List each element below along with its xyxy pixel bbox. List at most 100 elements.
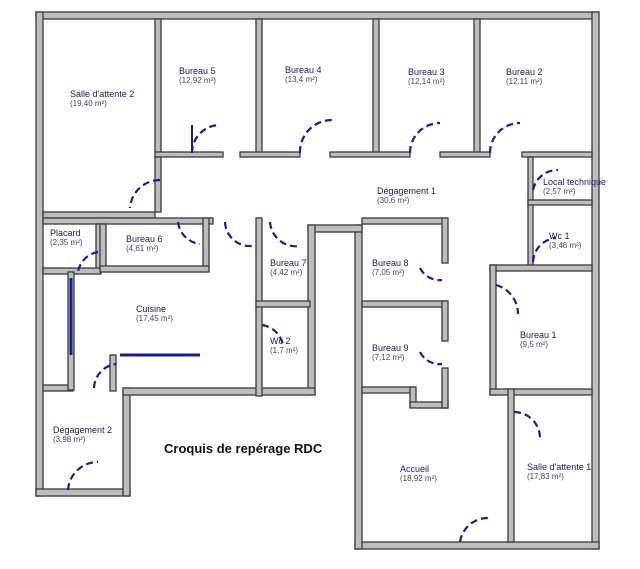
wall <box>527 156 534 270</box>
room-name: Bureau 1 <box>520 330 557 340</box>
wall <box>154 18 162 155</box>
wall <box>35 11 44 497</box>
wall <box>591 11 600 550</box>
wall <box>527 199 593 206</box>
room-name: Bureau 8 <box>372 258 409 268</box>
wall <box>521 151 593 158</box>
wall <box>122 387 316 396</box>
room-name: Bureau 7 <box>270 258 307 268</box>
doors <box>66 118 559 543</box>
wall <box>473 18 481 155</box>
wall <box>441 300 449 342</box>
room-name: Accueil <box>400 464 429 474</box>
wall <box>489 388 593 396</box>
door <box>495 283 520 315</box>
wall <box>154 156 162 213</box>
room-name: Bureau 5 <box>179 66 216 76</box>
door <box>298 118 333 154</box>
wall <box>42 217 214 225</box>
wall <box>35 11 599 20</box>
room-name: Local technique <box>543 177 606 187</box>
room-area: (13,4 m²) <box>285 75 318 84</box>
wall <box>122 387 131 497</box>
wall <box>441 367 449 409</box>
room-area: (2,57 m²) <box>543 187 576 196</box>
door <box>458 516 489 543</box>
room-name: Bureau 3 <box>408 67 445 77</box>
door <box>268 221 301 248</box>
wall <box>441 217 449 264</box>
room-area: (3,46 m²) <box>549 241 582 250</box>
wall <box>489 264 593 272</box>
room-name: Placard <box>50 228 81 238</box>
room-name: Bureau 9 <box>372 343 409 353</box>
wall <box>239 151 301 158</box>
wall <box>361 386 415 394</box>
wall <box>329 151 411 158</box>
room-name: Cuisine <box>136 304 166 314</box>
room-name: Dégagement 2 <box>53 425 112 435</box>
wall <box>42 211 156 219</box>
room-area: (1,7 m²) <box>270 346 298 355</box>
room-area: (2,35 m²) <box>50 238 83 247</box>
wall <box>439 151 491 158</box>
room-name: Wc 2 <box>270 336 291 346</box>
door <box>66 460 99 491</box>
room-area: (17,83 m²) <box>527 472 564 481</box>
door <box>531 168 559 191</box>
wall <box>255 18 263 155</box>
room-area: (30,6 m²) <box>377 196 410 205</box>
wall <box>202 217 210 271</box>
interior-walls <box>42 18 593 543</box>
door <box>488 121 521 154</box>
door <box>531 236 557 263</box>
room-area: (4,42 m²) <box>270 268 303 277</box>
room-area: (18,92 m²) <box>400 474 437 483</box>
windows <box>69 278 200 357</box>
room-name: Wc 1 <box>549 231 570 241</box>
wall <box>354 224 363 550</box>
door <box>419 351 443 366</box>
room-area: (4,61 m²) <box>126 244 159 253</box>
wall <box>489 264 497 396</box>
room-area: (9,5 m²) <box>520 340 548 349</box>
room-name: Bureau 2 <box>506 67 543 77</box>
wall <box>507 388 515 543</box>
room-area: (19,40 m²) <box>70 99 107 108</box>
room-name: Dégagement 1 <box>377 186 436 196</box>
door <box>513 410 542 439</box>
door <box>408 121 441 154</box>
door <box>92 362 117 389</box>
wall <box>354 541 600 550</box>
outer-walls <box>35 11 600 550</box>
wall <box>307 224 363 233</box>
room-area: (17,45 m²) <box>136 314 173 323</box>
room-area: (3,98 m²) <box>53 435 86 444</box>
plan-caption: Croquis de repérage RDC <box>164 441 323 456</box>
wall <box>361 300 447 308</box>
door <box>419 267 443 282</box>
wall <box>361 217 447 225</box>
wall <box>99 265 210 273</box>
wall <box>372 18 380 155</box>
door <box>76 250 99 273</box>
room-name: Bureau 4 <box>285 65 322 75</box>
wall <box>99 223 107 270</box>
room-area: (7,12 m²) <box>372 353 405 362</box>
wall <box>307 224 316 396</box>
wall <box>35 488 131 497</box>
room-name: Salle d'attente 2 <box>70 89 134 99</box>
door <box>128 178 161 209</box>
room-area: (12,14 m²) <box>408 77 445 86</box>
wall <box>109 354 117 392</box>
room-name: Salle d'attente 1 <box>527 462 591 472</box>
door <box>190 123 221 154</box>
door <box>223 221 253 248</box>
room-area: (12,92 m²) <box>179 76 216 85</box>
room-area: (7,05 m²) <box>372 268 405 277</box>
door <box>261 323 285 346</box>
room-area: (12,11 m²) <box>506 77 543 86</box>
wall <box>255 300 311 308</box>
